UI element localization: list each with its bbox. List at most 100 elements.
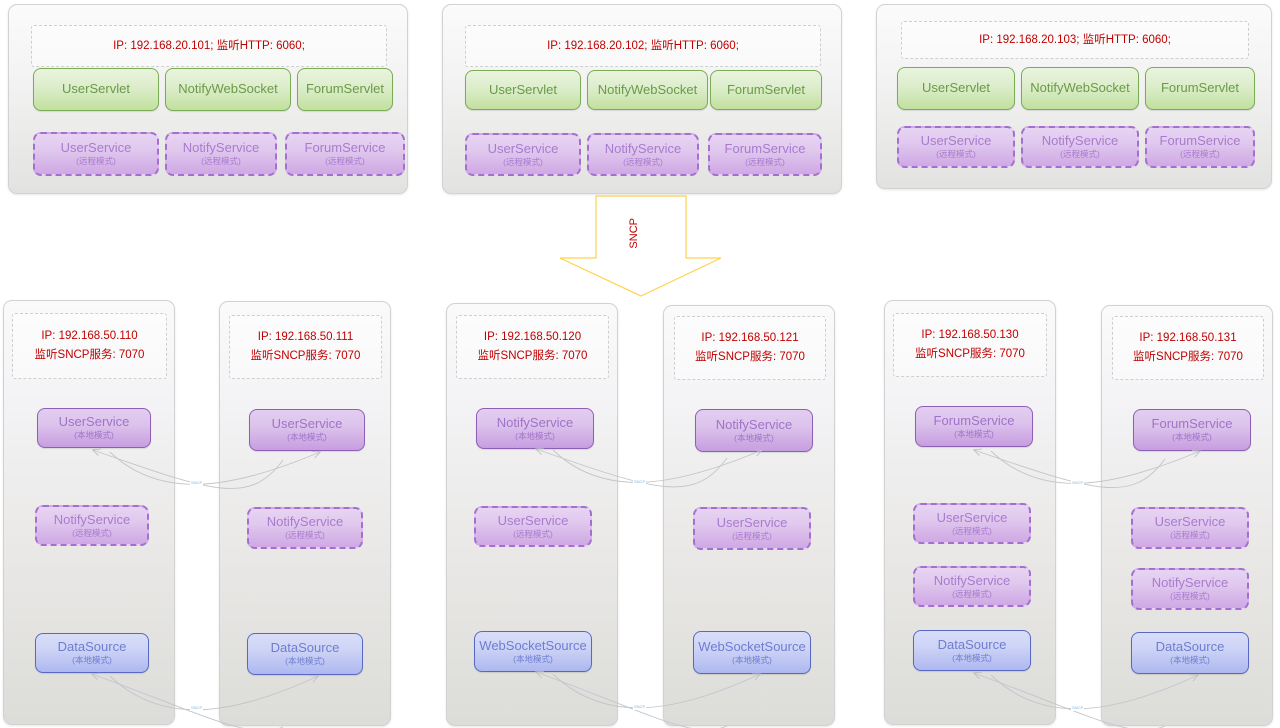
node-label: NotifyWebSocket xyxy=(1030,80,1130,96)
connector-label: SNCP xyxy=(1071,480,1085,486)
service-node-111[interactable]: IP: 192.168.50.111 监听SNCP服务: 7070 UserSe… xyxy=(219,301,391,726)
node-label: UserServlet xyxy=(62,81,130,97)
node-mode: (远程模式) xyxy=(503,156,543,167)
node-label: UserService xyxy=(487,140,559,156)
servlet-node[interactable]: ForumServlet xyxy=(297,68,393,111)
node-label: ForumService xyxy=(933,412,1015,428)
node-label: UserService xyxy=(271,416,343,432)
node-mode: (本地模式) xyxy=(513,653,553,664)
node-label: UserServlet xyxy=(489,81,557,97)
service-node-remote[interactable]: NotifyService (远程模式) xyxy=(587,133,699,176)
servlet-node[interactable]: UserServlet xyxy=(897,67,1015,110)
node-mode: (本地模式) xyxy=(515,430,555,441)
node-label: DataSource xyxy=(1155,639,1225,655)
service-node-remote[interactable]: UserService (远程模式) xyxy=(897,126,1015,168)
local-service-node[interactable]: NotifyService (本地模式) xyxy=(695,409,813,452)
node-label: UserService xyxy=(60,140,132,156)
service-node-131[interactable]: IP: 192.168.50.131 监听SNCP服务: 7070 ForumS… xyxy=(1101,305,1273,726)
node-label: DataSource xyxy=(270,640,340,656)
node-label: NotifyService xyxy=(715,416,793,432)
datasource-node[interactable]: DataSource (本地模式) xyxy=(913,630,1031,671)
service-header-111: IP: 192.168.50.111 监听SNCP服务: 7070 xyxy=(229,315,382,379)
servlet-node[interactable]: NotifyWebSocket xyxy=(1021,67,1139,110)
node-label: NotifyService xyxy=(53,511,131,527)
servlet-node[interactable]: UserServlet xyxy=(465,70,581,110)
node-label: UserService xyxy=(1154,514,1226,530)
node-label: WebSocketSource xyxy=(698,638,806,654)
service-node-121[interactable]: IP: 192.168.50.121 监听SNCP服务: 7070 Notify… xyxy=(663,305,835,726)
node-label: ForumService xyxy=(1151,416,1233,432)
local-service-node[interactable]: ForumService (本地模式) xyxy=(1133,409,1251,451)
node-mode: (本地模式) xyxy=(734,432,774,443)
header-port: 监听SNCP服务: 7070 xyxy=(1133,351,1243,363)
node-label: ForumService xyxy=(724,140,806,156)
header-ip: IP: 192.168.50.131 xyxy=(1139,332,1237,344)
app-header-103: IP: 192.168.20.103; 监听HTTP: 6060; xyxy=(901,21,1249,59)
service-node-130[interactable]: IP: 192.168.50.130 监听SNCP服务: 7070 ForumS… xyxy=(884,300,1056,725)
node-label: ForumService xyxy=(304,140,386,156)
header-ip: IP: 192.168.50.130 xyxy=(921,329,1019,341)
servlet-node[interactable]: NotifyWebSocket xyxy=(165,68,291,111)
node-mode: (本地模式) xyxy=(72,655,112,666)
datasource-node[interactable]: WebSocketSource (本地模式) xyxy=(693,631,811,674)
connector-label: SNCP xyxy=(190,705,204,711)
node-label: UserService xyxy=(936,509,1008,525)
node-mode: (远程模式) xyxy=(1060,149,1100,160)
node-mode: (远程模式) xyxy=(201,156,241,167)
datasource-node[interactable]: DataSource (本地模式) xyxy=(1131,632,1249,674)
node-mode: (远程模式) xyxy=(1170,591,1210,602)
remote-service-node[interactable]: NotifyService (远程模式) xyxy=(1131,568,1249,610)
service-node-remote[interactable]: NotifyService (远程模式) xyxy=(1021,126,1139,168)
header-port: 监听SNCP服务: 7070 xyxy=(34,349,145,361)
service-node-remote[interactable]: ForumService (远程模式) xyxy=(285,132,405,176)
connector-label: SNCP xyxy=(190,480,204,486)
remote-service-node[interactable]: NotifyService (远程模式) xyxy=(247,507,363,549)
node-mode: (本地模式) xyxy=(1172,432,1212,443)
datasource-node[interactable]: WebSocketSource (本地模式) xyxy=(474,631,592,672)
node-label: NotifyService xyxy=(933,572,1011,588)
remote-service-node[interactable]: UserService (远程模式) xyxy=(913,503,1031,544)
service-header-121: IP: 192.168.50.121 监听SNCP服务: 7070 xyxy=(674,316,826,380)
header-ip: IP: 192.168.50.120 xyxy=(483,331,582,343)
node-label: UserService xyxy=(920,133,992,149)
servlet-node[interactable]: UserServlet xyxy=(33,68,159,111)
local-service-node[interactable]: ForumService (本地模式) xyxy=(915,406,1033,447)
local-service-node[interactable]: UserService (本地模式) xyxy=(37,408,151,448)
node-mode: (本地模式) xyxy=(952,652,992,663)
sncp-protocol-label: SNCP xyxy=(628,218,640,249)
remote-service-node[interactable]: UserService (远程模式) xyxy=(693,507,811,550)
datasource-node[interactable]: DataSource (本地模式) xyxy=(247,633,363,675)
node-mode: (本地模式) xyxy=(287,432,327,443)
service-node-remote[interactable]: ForumService (远程模式) xyxy=(708,133,822,176)
node-label: DataSource xyxy=(937,636,1007,652)
service-node-120[interactable]: IP: 192.168.50.120 监听SNCP服务: 7070 Notify… xyxy=(446,303,618,726)
local-service-node[interactable]: NotifyService (本地模式) xyxy=(476,408,594,449)
service-header-131: IP: 192.168.50.131 监听SNCP服务: 7070 xyxy=(1112,316,1264,380)
remote-service-node[interactable]: NotifyService (远程模式) xyxy=(35,505,149,546)
service-node-110[interactable]: IP: 192.168.50.110 监听SNCP服务: 7070 UserSe… xyxy=(3,300,175,725)
servlet-node[interactable]: ForumServlet xyxy=(710,70,822,110)
remote-service-node[interactable]: NotifyService (远程模式) xyxy=(913,566,1031,607)
service-node-remote[interactable]: ForumService (远程模式) xyxy=(1145,126,1255,168)
node-mode: (本地模式) xyxy=(74,430,114,441)
datasource-node[interactable]: DataSource (本地模式) xyxy=(35,633,149,673)
node-label: UserServlet xyxy=(922,80,990,96)
servlet-node[interactable]: ForumServlet xyxy=(1145,67,1255,110)
remote-service-node[interactable]: UserService (远程模式) xyxy=(474,506,592,547)
node-label: ForumServlet xyxy=(305,81,385,97)
remote-service-node[interactable]: UserService (远程模式) xyxy=(1131,507,1249,549)
service-node-remote[interactable]: NotifyService (远程模式) xyxy=(165,132,277,176)
service-node-remote[interactable]: UserService (远程模式) xyxy=(33,132,159,176)
node-label: UserService xyxy=(497,512,569,528)
app-node-101[interactable]: IP: 192.168.20.101; 监听HTTP: 6060; UserSe… xyxy=(8,4,408,194)
app-node-103[interactable]: IP: 192.168.20.103; 监听HTTP: 6060; UserSe… xyxy=(876,4,1272,189)
node-label: ForumService xyxy=(1159,133,1241,149)
node-label: NotifyService xyxy=(496,414,574,430)
service-header-110: IP: 192.168.50.110 监听SNCP服务: 7070 xyxy=(12,313,167,379)
app-node-102[interactable]: IP: 192.168.20.102; 监听HTTP: 6060; UserSe… xyxy=(442,4,842,194)
service-node-remote[interactable]: UserService (远程模式) xyxy=(465,133,581,176)
local-service-node[interactable]: UserService (本地模式) xyxy=(249,409,365,451)
node-label: NotifyWebSocket xyxy=(178,81,278,97)
servlet-node[interactable]: NotifyWebSocket xyxy=(587,70,708,110)
